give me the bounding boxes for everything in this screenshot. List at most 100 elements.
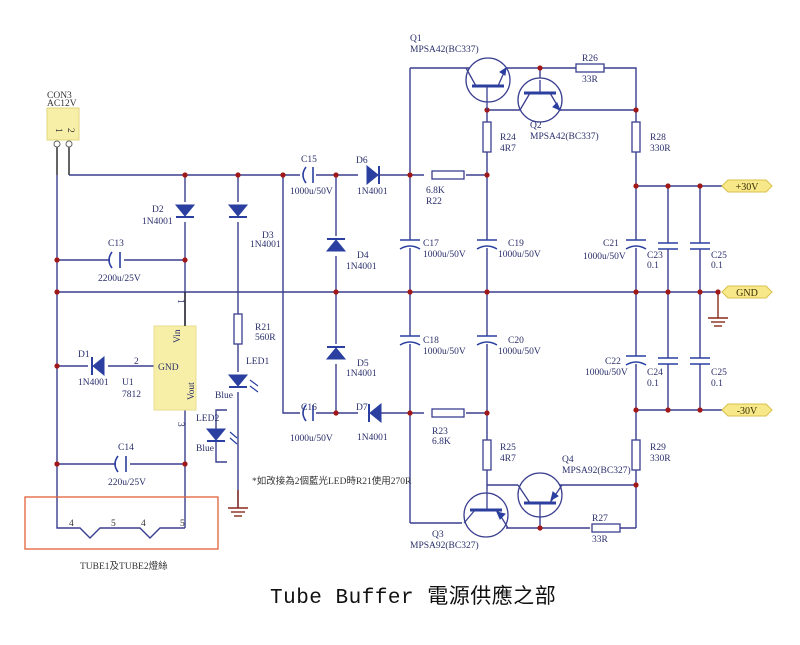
junction-dot (407, 172, 413, 178)
capacitor-c18: C18 1000u/50V (399, 335, 466, 357)
led1-value: Blue (215, 391, 233, 401)
resistor-r24-body (482, 121, 492, 153)
resistor-r28: R28 330R (631, 121, 671, 154)
led-led1: LED1 Blue (215, 357, 269, 401)
transistor-q2: Q2 MPSA42(BC337) (517, 77, 599, 142)
diode-d4-value: 1N4001 (346, 262, 377, 272)
resistor-r22-value: 6.8K (426, 186, 445, 196)
capacitor-c22-ref: C22 (605, 357, 621, 367)
junction-dot (182, 172, 188, 178)
led1-ref: LED1 (246, 357, 269, 367)
junction-dot (333, 172, 339, 178)
port-pos30v: +30V (721, 179, 773, 193)
junction-dot (407, 289, 413, 295)
connector-value: AC12V (47, 99, 77, 109)
junction-dot (484, 289, 490, 295)
diode-d5-ref: D5 (357, 359, 369, 369)
capacitor-c15-value: 1000u/50V (290, 187, 333, 197)
transistor-q3: Q3 MPSA92(BC327) (410, 490, 509, 551)
capacitor-c17-value: 1000u/50V (423, 250, 466, 260)
led2-symbol (205, 428, 227, 441)
capacitor-c25-bottom-ref: C25 (711, 368, 727, 378)
diode-d2-ref: D2 (152, 205, 164, 215)
junction-dot (697, 183, 703, 189)
transistor-q1: Q1 MPSA42(BC337) (410, 34, 511, 110)
led2-value: Blue (196, 444, 214, 454)
connector-pin1 (53, 140, 61, 148)
capacitor-c15: C15 1000u/50V (290, 155, 333, 197)
heater-pin: 5 (180, 519, 185, 529)
capacitor-c16-ref: C16 (301, 403, 317, 413)
junction-dot (54, 289, 60, 295)
diode-d6: D6 1N4001 (356, 156, 388, 197)
junction-dot (715, 289, 721, 295)
junction-dot (665, 183, 671, 189)
diode-d6-value: 1N4001 (357, 187, 388, 197)
capacitor-c23-ref: C23 (647, 251, 663, 261)
diode-d3: D3 1N4001 (227, 204, 281, 250)
regulator-vout-label: Vout (187, 382, 197, 400)
transistor-q1-value: MPSA42(BC337) (410, 44, 479, 55)
diode-d3-ref: D3 (262, 231, 274, 241)
junction-dot (633, 107, 639, 113)
capacitor-c20: C20 1000u/50V (476, 335, 541, 357)
diode-d4: D4 1N4001 (325, 238, 377, 272)
capacitor-c16: C16 1000u/50V (290, 403, 333, 444)
resistor-r23-body (431, 408, 465, 418)
capacitor-c14-value: 220u/25V (108, 478, 146, 488)
capacitor-c25-bottom: C25 0.1 (690, 357, 727, 389)
heater-outline (24, 496, 219, 550)
capacitor-c20-value: 1000u/50V (498, 347, 541, 357)
regulator-u1: GND Vin Vout 1 2 3 U1 7812 (122, 292, 197, 427)
diode-d2: D2 1N4001 (142, 204, 196, 227)
resistor-r27: R27 33R (591, 514, 621, 545)
resistor-r26: R26 33R (575, 54, 605, 85)
diode-d3-value: 1N4001 (250, 240, 281, 250)
regulator-value: 7812 (122, 390, 141, 400)
connector-body (46, 107, 80, 141)
junction-dot (484, 410, 490, 416)
heater-box: 4 5 4 5 TUBE1及TUBE2燈絲 (24, 496, 219, 572)
diode-d6-ref: D6 (356, 156, 368, 166)
capacitor-c19-ref: C19 (508, 239, 524, 249)
port-gnd: GND (721, 285, 773, 299)
junction-dot (280, 172, 286, 178)
capacitor-c25-bottom-value: 0.1 (711, 379, 723, 389)
capacitor-c25-top: C25 0.1 (690, 242, 727, 271)
junction-dot (333, 289, 339, 295)
heater-caption: TUBE1及TUBE2燈絲 (80, 560, 168, 572)
junction-dot (697, 289, 703, 295)
transistor-q1-ref: Q1 (410, 34, 422, 44)
diode-d1-value: 1N4001 (78, 378, 109, 388)
capacitor-c14: C14 220u/25V (108, 443, 146, 488)
diode-d2-value: 1N4001 (142, 217, 173, 227)
resistor-r24: R24 4R7 (482, 121, 516, 154)
resistor-r26-body (575, 63, 605, 73)
capacitor-c22: C22 1000u/50V (585, 355, 647, 378)
resistor-r21-body (233, 313, 243, 345)
capacitor-c16-value: 1000u/50V (290, 434, 333, 444)
capacitor-c18-value: 1000u/50V (423, 347, 466, 357)
transistor-q4-ref: Q4 (562, 455, 574, 465)
resistor-r25-value: 4R7 (500, 454, 516, 464)
heater-pin: 4 (69, 519, 74, 529)
connector-pin2-label: 2 (65, 128, 75, 133)
resistor-r28-body (631, 121, 641, 153)
page-title: Tube Buffer 電源供應之部 (270, 587, 557, 610)
junction-dot (333, 410, 339, 416)
capacitor-c25-top-ref: C25 (711, 251, 727, 261)
resistor-r25-body (482, 439, 492, 471)
port-pos30v-label: +30V (736, 182, 760, 193)
junction-dot (633, 183, 639, 189)
junction-dot (665, 407, 671, 413)
led1-light-arrows (249, 379, 259, 393)
resistor-r24-ref: R24 (500, 133, 516, 143)
resistor-r22: 6.8K R22 (426, 170, 465, 207)
regulator-pin3: 3 (175, 422, 185, 427)
capacitor-c23: C23 0.1 (647, 242, 678, 271)
resistor-r27-ref: R27 (592, 514, 608, 524)
regulator-gnd-label: GND (158, 363, 179, 373)
junction-dot (697, 407, 703, 413)
resistor-r27-body (591, 523, 621, 533)
junction-dot (484, 172, 490, 178)
